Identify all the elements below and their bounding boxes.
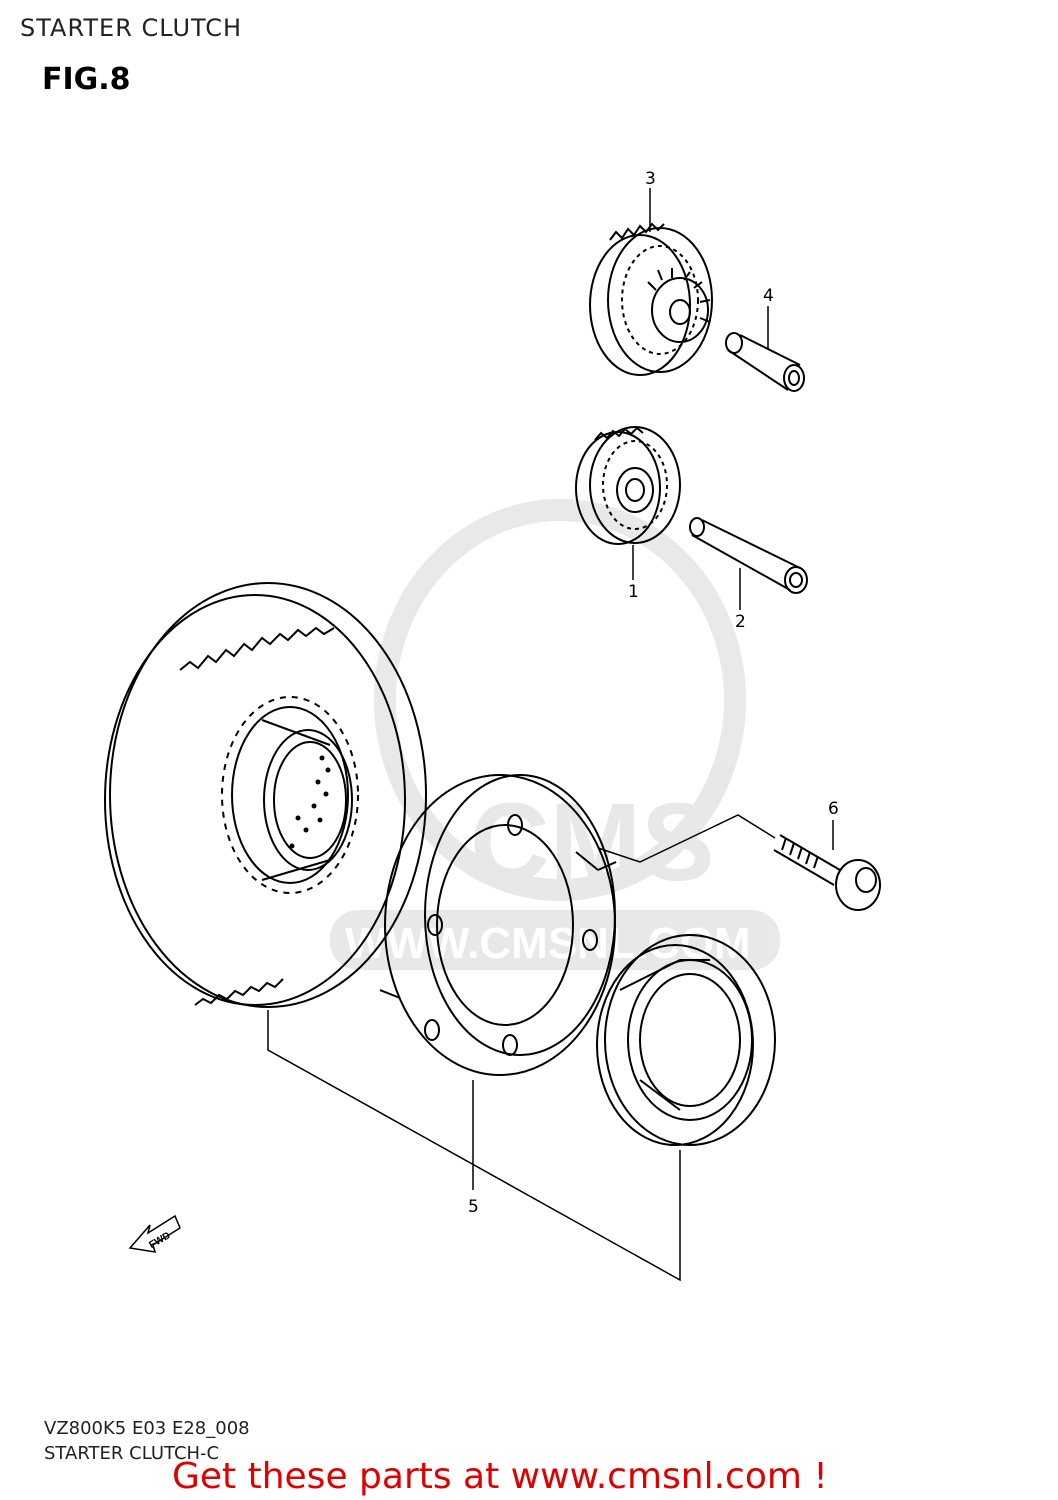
clutch-body[interactable]	[379, 774, 617, 1076]
callout-4[interactable]: 4	[763, 286, 774, 306]
callout-6[interactable]: 6	[828, 799, 839, 819]
part-3-gear[interactable]	[589, 222, 713, 376]
one-way-clutch[interactable]	[596, 934, 776, 1146]
leader-lines	[267, 814, 776, 1282]
diagram-code: VZ800K5 E03 E28_008	[44, 1418, 250, 1439]
callout-1[interactable]: 1	[628, 582, 639, 602]
part-6-bolt[interactable]	[773, 834, 881, 911]
part-1-gear[interactable]	[575, 426, 681, 545]
starter-clutch-gear[interactable]	[104, 582, 427, 1008]
part-4-shaft[interactable]	[725, 332, 805, 392]
callout-3[interactable]: 3	[645, 169, 656, 189]
part-2-shaft[interactable]	[689, 517, 808, 594]
callout-2[interactable]: 2	[735, 612, 746, 632]
diagram-name: STARTER CLUTCH-C	[44, 1443, 220, 1464]
fwd-arrow-icon: FWD	[128, 1214, 181, 1253]
watermark-logo-text: CMS	[470, 781, 714, 904]
figure-label: FIG.8	[42, 62, 131, 97]
page-title: STARTER CLUTCH	[20, 14, 243, 42]
callout-5[interactable]: 5	[468, 1197, 479, 1217]
promo-link[interactable]: Get these parts at www.cmsnl.com !	[172, 1456, 828, 1497]
